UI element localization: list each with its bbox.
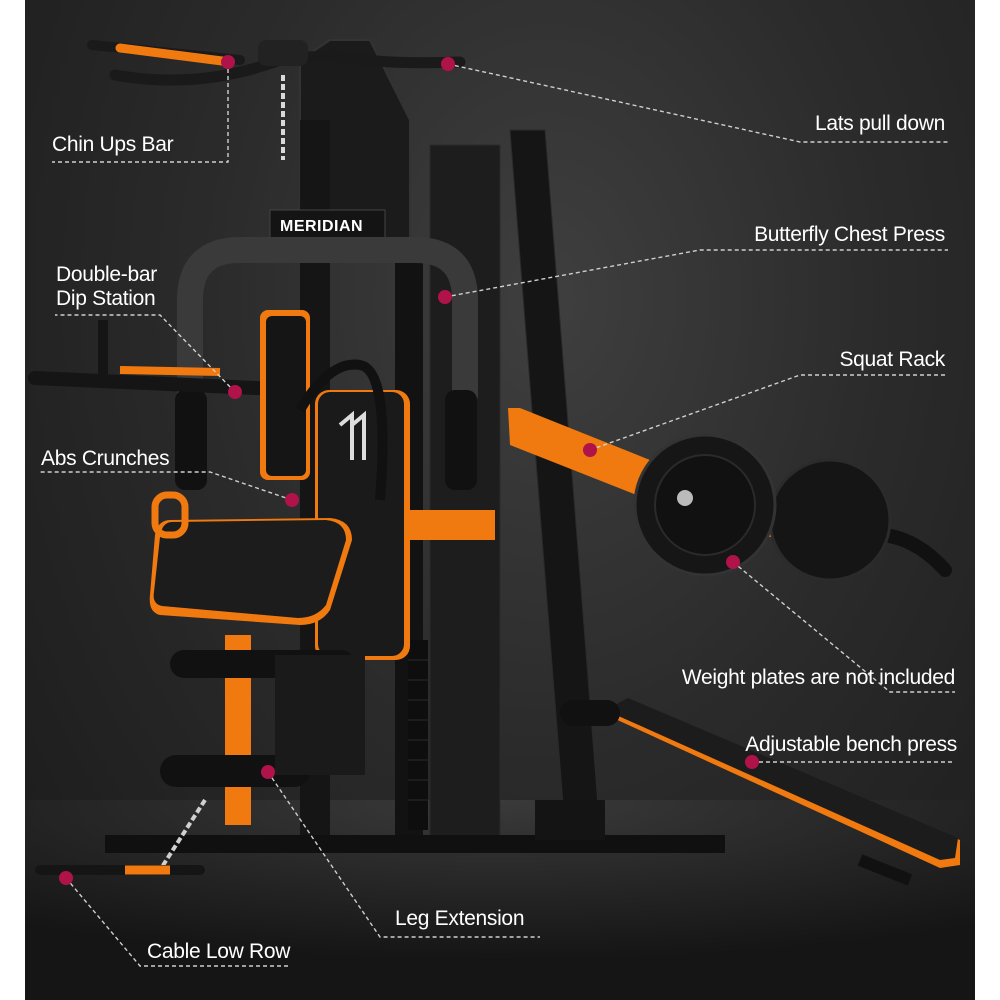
- label-chin-ups-bar: Chin Ups Bar: [52, 133, 174, 156]
- brand-name: MERIDIAN: [280, 218, 364, 235]
- line-chin-ups: [52, 62, 229, 163]
- line-plates: [732, 561, 955, 693]
- incline-bench: [560, 698, 960, 886]
- label-squat-rack: Squat Rack: [839, 348, 945, 371]
- leg-frame: [275, 655, 365, 775]
- line-cable-row: [65, 877, 290, 967]
- base-rail: [105, 835, 725, 853]
- label-butterfly-chest-press: Butterfly Chest Press: [754, 223, 945, 246]
- press-handle-left: [175, 390, 207, 490]
- press-arms: [177, 237, 478, 413]
- marker-bench: [745, 755, 759, 769]
- seat-rail: [405, 510, 495, 540]
- chin-bar-accent: [115, 43, 235, 67]
- callout-lines: [40, 62, 955, 967]
- line-butterfly: [444, 249, 948, 298]
- squat-arm: [508, 408, 952, 582]
- brand-logo-mark: [338, 410, 366, 460]
- line-dip: [55, 314, 236, 393]
- product-photo: MERIDIAN Chin Ups Bar Lats pull down But…: [25, 0, 975, 1000]
- upright-foot: [535, 800, 605, 840]
- seat-pad: [149, 518, 352, 625]
- marker-dip: [228, 385, 242, 399]
- line-abs: [40, 471, 293, 501]
- weight-stack: [408, 640, 428, 830]
- back-pad: [260, 310, 410, 660]
- marker-plates: [726, 555, 740, 569]
- label-dip-station: Double-bar Dip Station: [56, 263, 157, 311]
- press-handle-right: [445, 390, 477, 490]
- callout-markers: [59, 55, 759, 885]
- label-weight-plates: Weight plates are not included: [681, 666, 955, 689]
- marker-squat: [583, 443, 597, 457]
- marker-lats: [441, 57, 455, 71]
- pulley-head: [258, 40, 308, 66]
- weight-plate-rear: [768, 458, 892, 582]
- row-chain: [158, 798, 207, 872]
- line-squat: [589, 374, 948, 451]
- label-leg-extension: Leg Extension: [395, 907, 525, 930]
- label-abs-crunches: Abs Crunches: [41, 447, 170, 470]
- label-adjustable-bench-press: Adjustable bench press: [745, 733, 957, 756]
- seat-handle-left: [151, 491, 189, 539]
- marker-chin-ups: [221, 55, 235, 69]
- label-dip-station-line-2: Dip Station: [56, 287, 156, 310]
- marker-cable-row: [59, 871, 73, 885]
- home-gym-illustration: [25, 39, 975, 1000]
- line-leg-ext: [267, 771, 540, 938]
- marker-abs: [285, 493, 299, 507]
- marker-leg-ext: [261, 765, 275, 779]
- label-lats-pull-down: Lats pull down: [814, 112, 945, 135]
- label-cable-low-row: Cable Low Row: [147, 940, 291, 963]
- line-lats: [447, 63, 948, 143]
- label-dip-station-line-1: Double-bar: [56, 263, 157, 286]
- lat-bar: [87, 40, 466, 160]
- dip-station: [28, 320, 307, 397]
- brand-plate: [269, 209, 386, 243]
- marker-butterfly: [438, 290, 452, 304]
